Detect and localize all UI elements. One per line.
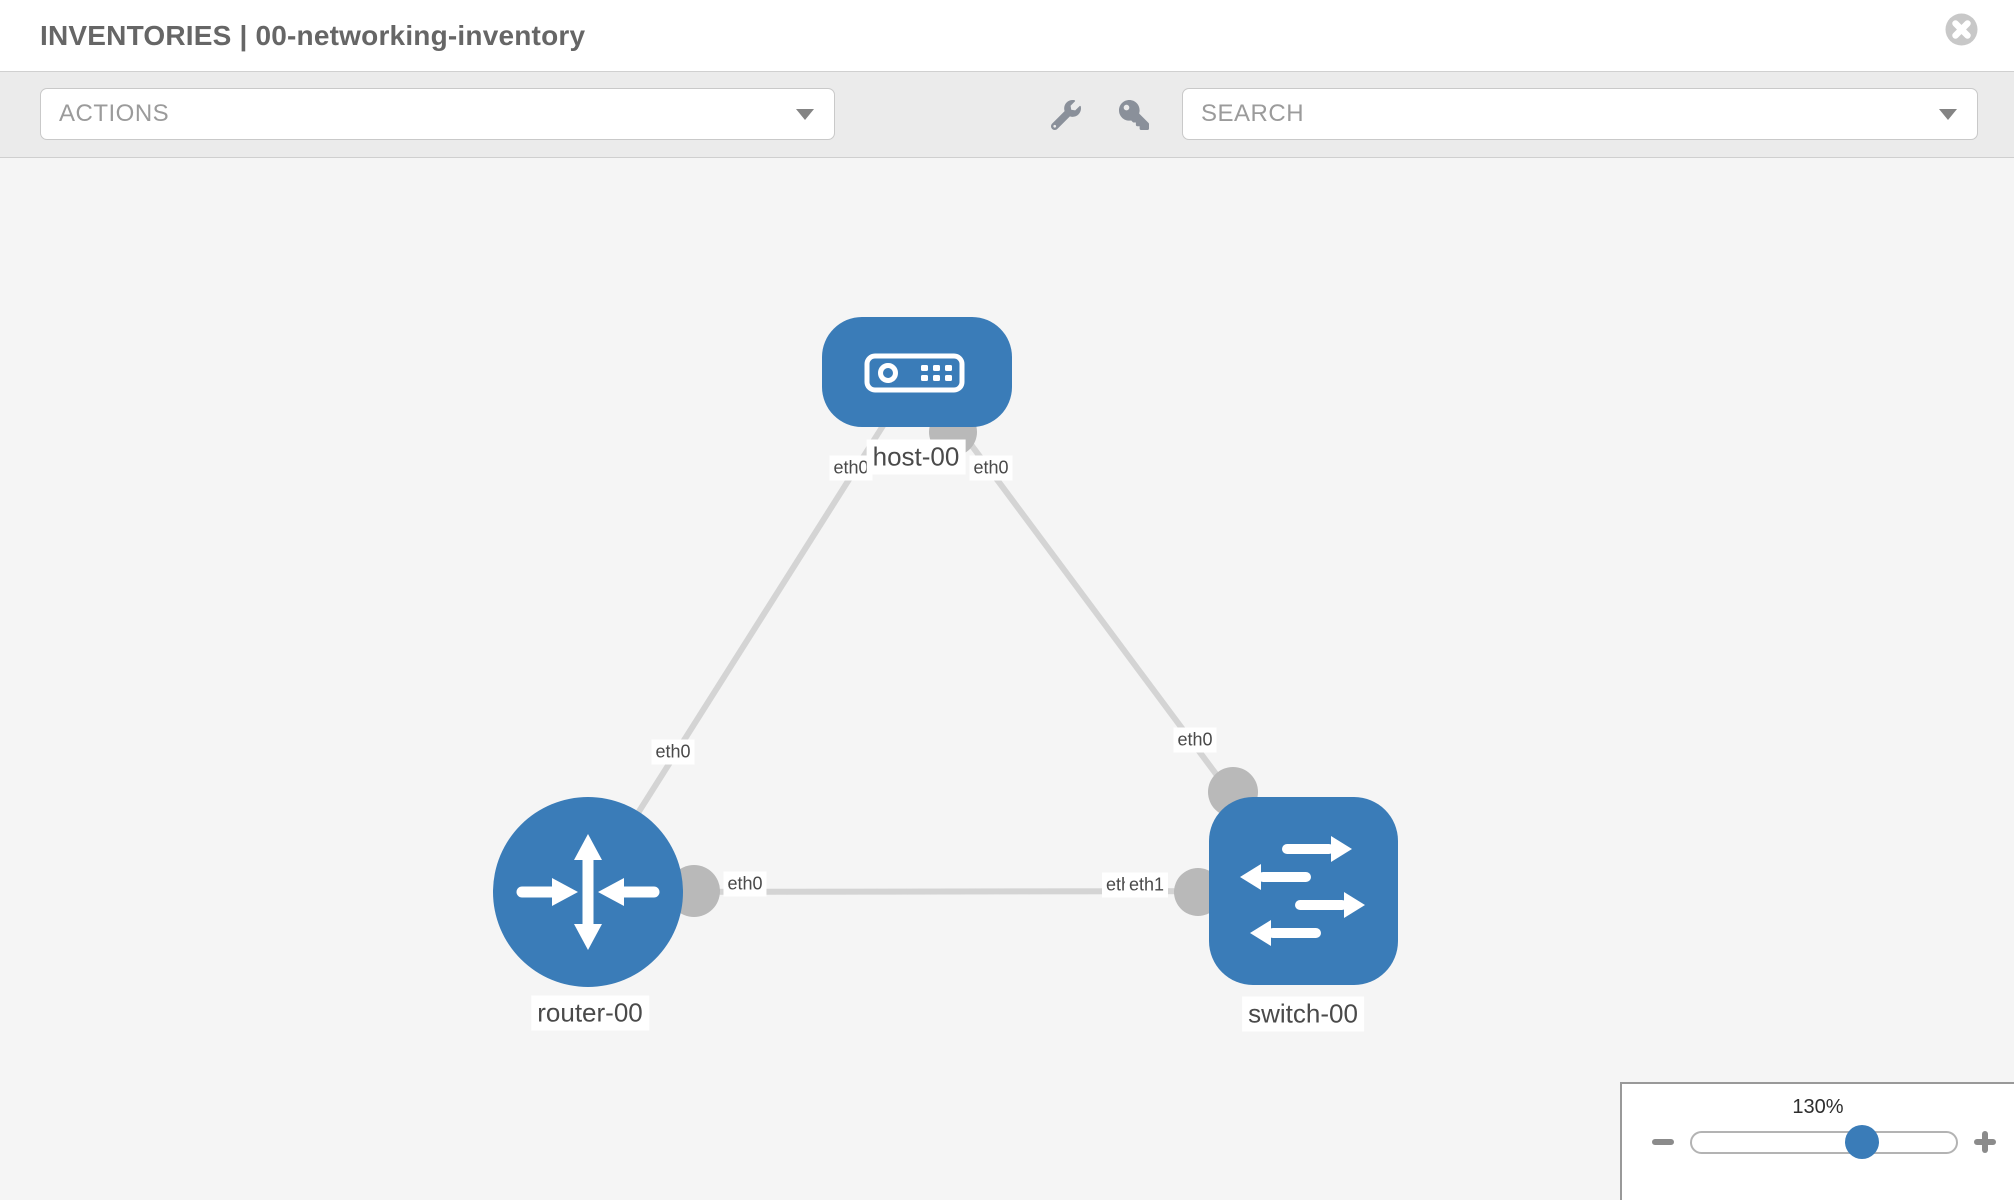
node-host-00[interactable]: [822, 317, 1012, 427]
actions-dropdown[interactable]: ACTIONS: [40, 88, 835, 140]
node-label-host-00: host-00: [866, 439, 966, 475]
iface-label-host-eth0-to-switch: eth0: [969, 455, 1013, 481]
chevron-down-icon: [796, 108, 814, 120]
iface-label-router-eth0-to-host: eth0: [651, 739, 695, 765]
node-label-switch-00: switch-00: [1242, 996, 1364, 1032]
page-title: INVENTORIES | 00-networking-inventory: [40, 20, 586, 51]
iface-label-switch-eth0-to-host: eth0: [1173, 727, 1217, 753]
zoom-in-button[interactable]: [1972, 1129, 1998, 1155]
credentials-button[interactable]: [1119, 98, 1153, 132]
node-label-router-00: router-00: [531, 995, 649, 1031]
wrench-icon: [1051, 100, 1085, 130]
iface-label-switch-eth1: eth1: [1125, 872, 1169, 898]
iface-label-router-eth0-to-switch: eth0: [723, 871, 767, 897]
configure-button[interactable]: [1051, 98, 1085, 132]
close-button[interactable]: [1945, 13, 1978, 46]
host-icon: [864, 353, 965, 393]
minus-icon: [1652, 1139, 1674, 1145]
zoom-slider-thumb[interactable]: [1845, 1125, 1880, 1159]
switch-icon: [1240, 836, 1365, 946]
zoom-out-button[interactable]: [1650, 1129, 1676, 1155]
header: INVENTORIES | 00-networking-inventory: [0, 0, 2014, 72]
zoom-level-value: 130%: [1792, 1096, 1844, 1118]
node-switch-00[interactable]: [1209, 797, 1398, 985]
search-dropdown-label: SEARCH: [1201, 100, 1305, 127]
key-icon: [1119, 100, 1153, 130]
toolbar: ACTIONS SEARCH: [0, 72, 2014, 158]
topology-canvas[interactable]: eth0 eth0 host-00 eth0 eth0 eth0 eth0 et…: [0, 158, 2014, 1200]
node-router-00[interactable]: [493, 797, 683, 987]
iface-label-host-eth0-to-router: eth0: [829, 455, 873, 481]
ports-layer: [668, 408, 1258, 917]
zoom-panel: 130%: [1620, 1082, 2014, 1200]
actions-dropdown-label: ACTIONS: [59, 100, 170, 127]
search-dropdown[interactable]: SEARCH: [1182, 88, 1978, 140]
times-circle-icon: [1945, 13, 1978, 49]
zoom-slider-track[interactable]: [1690, 1125, 1958, 1159]
router-icon: [516, 834, 660, 950]
chevron-down-icon: [1939, 108, 1957, 120]
